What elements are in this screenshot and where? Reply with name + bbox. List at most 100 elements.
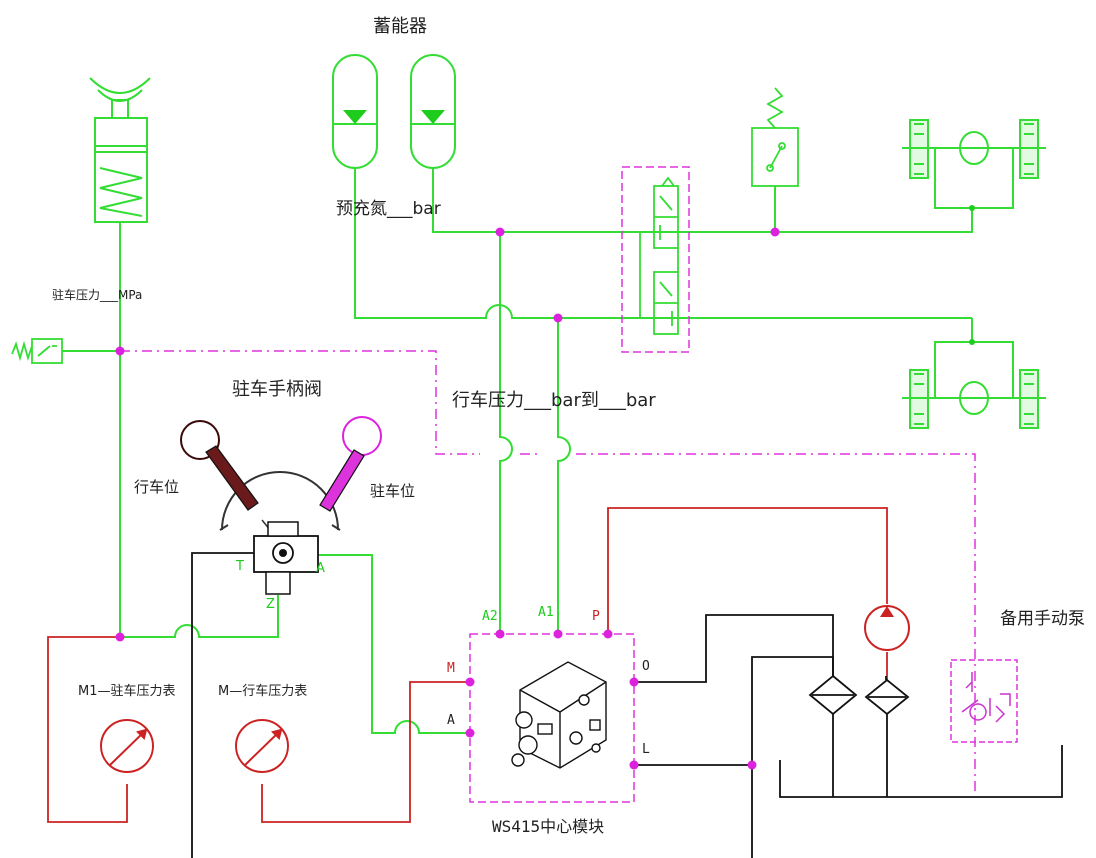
drive-handle-lever <box>205 445 259 511</box>
port-a: A <box>447 713 455 728</box>
spring-zigzag-icon <box>11 340 33 362</box>
module-frame <box>469 633 635 803</box>
backup-hand-pump <box>950 659 1018 743</box>
ws415-module <box>469 633 635 803</box>
switch-box <box>751 127 799 187</box>
park-handle-knob <box>342 416 382 456</box>
acc1-line <box>354 168 972 319</box>
park-position-label: 驻车位 <box>370 482 415 500</box>
junction-nodes <box>115 227 780 770</box>
node <box>629 760 639 770</box>
node <box>969 205 975 211</box>
port-m: M <box>447 661 455 676</box>
spring-icon <box>99 167 143 217</box>
node <box>629 677 639 687</box>
filters <box>808 674 910 716</box>
park-handle-valve <box>180 416 382 595</box>
line-m1-to-z <box>120 595 279 638</box>
gauge-m1-dial <box>100 719 154 773</box>
gauge-m1 <box>100 719 154 773</box>
accumulator-1 <box>332 54 378 169</box>
gauge-m1-label: M1—驻车压力表 <box>78 683 176 699</box>
acc2-line <box>432 168 973 233</box>
gauge-needle <box>109 729 147 766</box>
p-supply-line <box>607 507 888 634</box>
cylinder-body <box>94 117 148 223</box>
differential <box>959 131 989 165</box>
port-p: P <box>592 609 600 624</box>
node <box>603 629 613 639</box>
caliper-arc <box>89 77 151 102</box>
port-o: O <box>642 659 650 674</box>
park-valve-label: 驻车手柄阀 <box>232 379 322 400</box>
cylinder-cap <box>111 99 129 119</box>
switch-contact-icon <box>37 345 57 357</box>
tank <box>779 745 1063 798</box>
valve-pilot-frame <box>621 166 690 353</box>
gauge-needle <box>244 729 282 766</box>
switch-box <box>31 338 63 364</box>
front-axle <box>902 119 1046 209</box>
node <box>770 227 780 237</box>
spring-icon <box>766 87 784 129</box>
node <box>747 760 757 770</box>
park-handle-lever <box>319 449 365 512</box>
a1-line <box>557 318 571 634</box>
node <box>553 629 563 639</box>
park-cylinder <box>89 77 151 223</box>
filter-to-tank <box>832 676 888 797</box>
pilot-line-lower <box>520 453 976 795</box>
port-a2: A2 <box>482 609 498 624</box>
port-t: T <box>235 559 244 574</box>
accumulators <box>332 54 456 169</box>
gauge-m-dial <box>235 719 289 773</box>
service-pressure-label: 行车压力___bar到___bar <box>452 390 656 411</box>
black-lines <box>191 552 1063 858</box>
m1-gauge-line <box>47 636 128 823</box>
hand-pump-frame <box>950 659 1018 743</box>
port-a-valve: A <box>316 561 325 576</box>
differential <box>959 381 989 415</box>
rear-axle <box>902 341 1046 429</box>
red-lines <box>47 507 888 823</box>
level-triangle-icon <box>421 110 445 124</box>
pilot-line-upper <box>120 350 480 455</box>
pump-arrow-icon <box>880 606 894 617</box>
brake-valve <box>621 166 690 353</box>
line-valve-a-to-module <box>318 554 470 734</box>
accumulator-label: 蓄能器 <box>373 16 427 37</box>
green-lines <box>62 168 973 734</box>
pedal-spring-icon <box>661 176 675 187</box>
pilot-lines <box>120 350 976 795</box>
switch-contact-icon <box>769 145 783 169</box>
node <box>495 227 505 237</box>
gauge-m <box>235 719 289 773</box>
drive-position-label: 行车位 <box>134 478 179 496</box>
node <box>495 629 505 639</box>
node <box>969 339 975 345</box>
drive-handle-knob <box>180 420 220 460</box>
backup-pump-label: 备用手动泵 <box>1000 609 1085 629</box>
port-a1: A1 <box>538 605 554 620</box>
accumulator-2 <box>410 54 456 169</box>
second-return <box>751 656 834 765</box>
tank-line-t <box>191 552 254 858</box>
port-l: L <box>642 742 650 757</box>
gauge-m-label: M—行车压力表 <box>218 683 307 699</box>
hand-pump-icon <box>969 703 987 721</box>
accumulator-level-icons <box>343 110 445 124</box>
main-pump <box>864 605 910 651</box>
o-return-line <box>634 614 834 683</box>
node <box>115 632 125 642</box>
node <box>553 313 563 323</box>
m-gauge-line <box>261 681 470 823</box>
level-triangle-icon <box>343 110 367 124</box>
a2-line <box>499 232 513 634</box>
node <box>465 728 475 738</box>
node <box>115 346 125 356</box>
park-pressure-label: 驻车压力___MPa <box>52 287 142 302</box>
module-block-icon <box>511 661 607 769</box>
module-label: WS415中心模块 <box>492 817 604 836</box>
precharge-label: 预充氮___bar <box>336 199 441 219</box>
